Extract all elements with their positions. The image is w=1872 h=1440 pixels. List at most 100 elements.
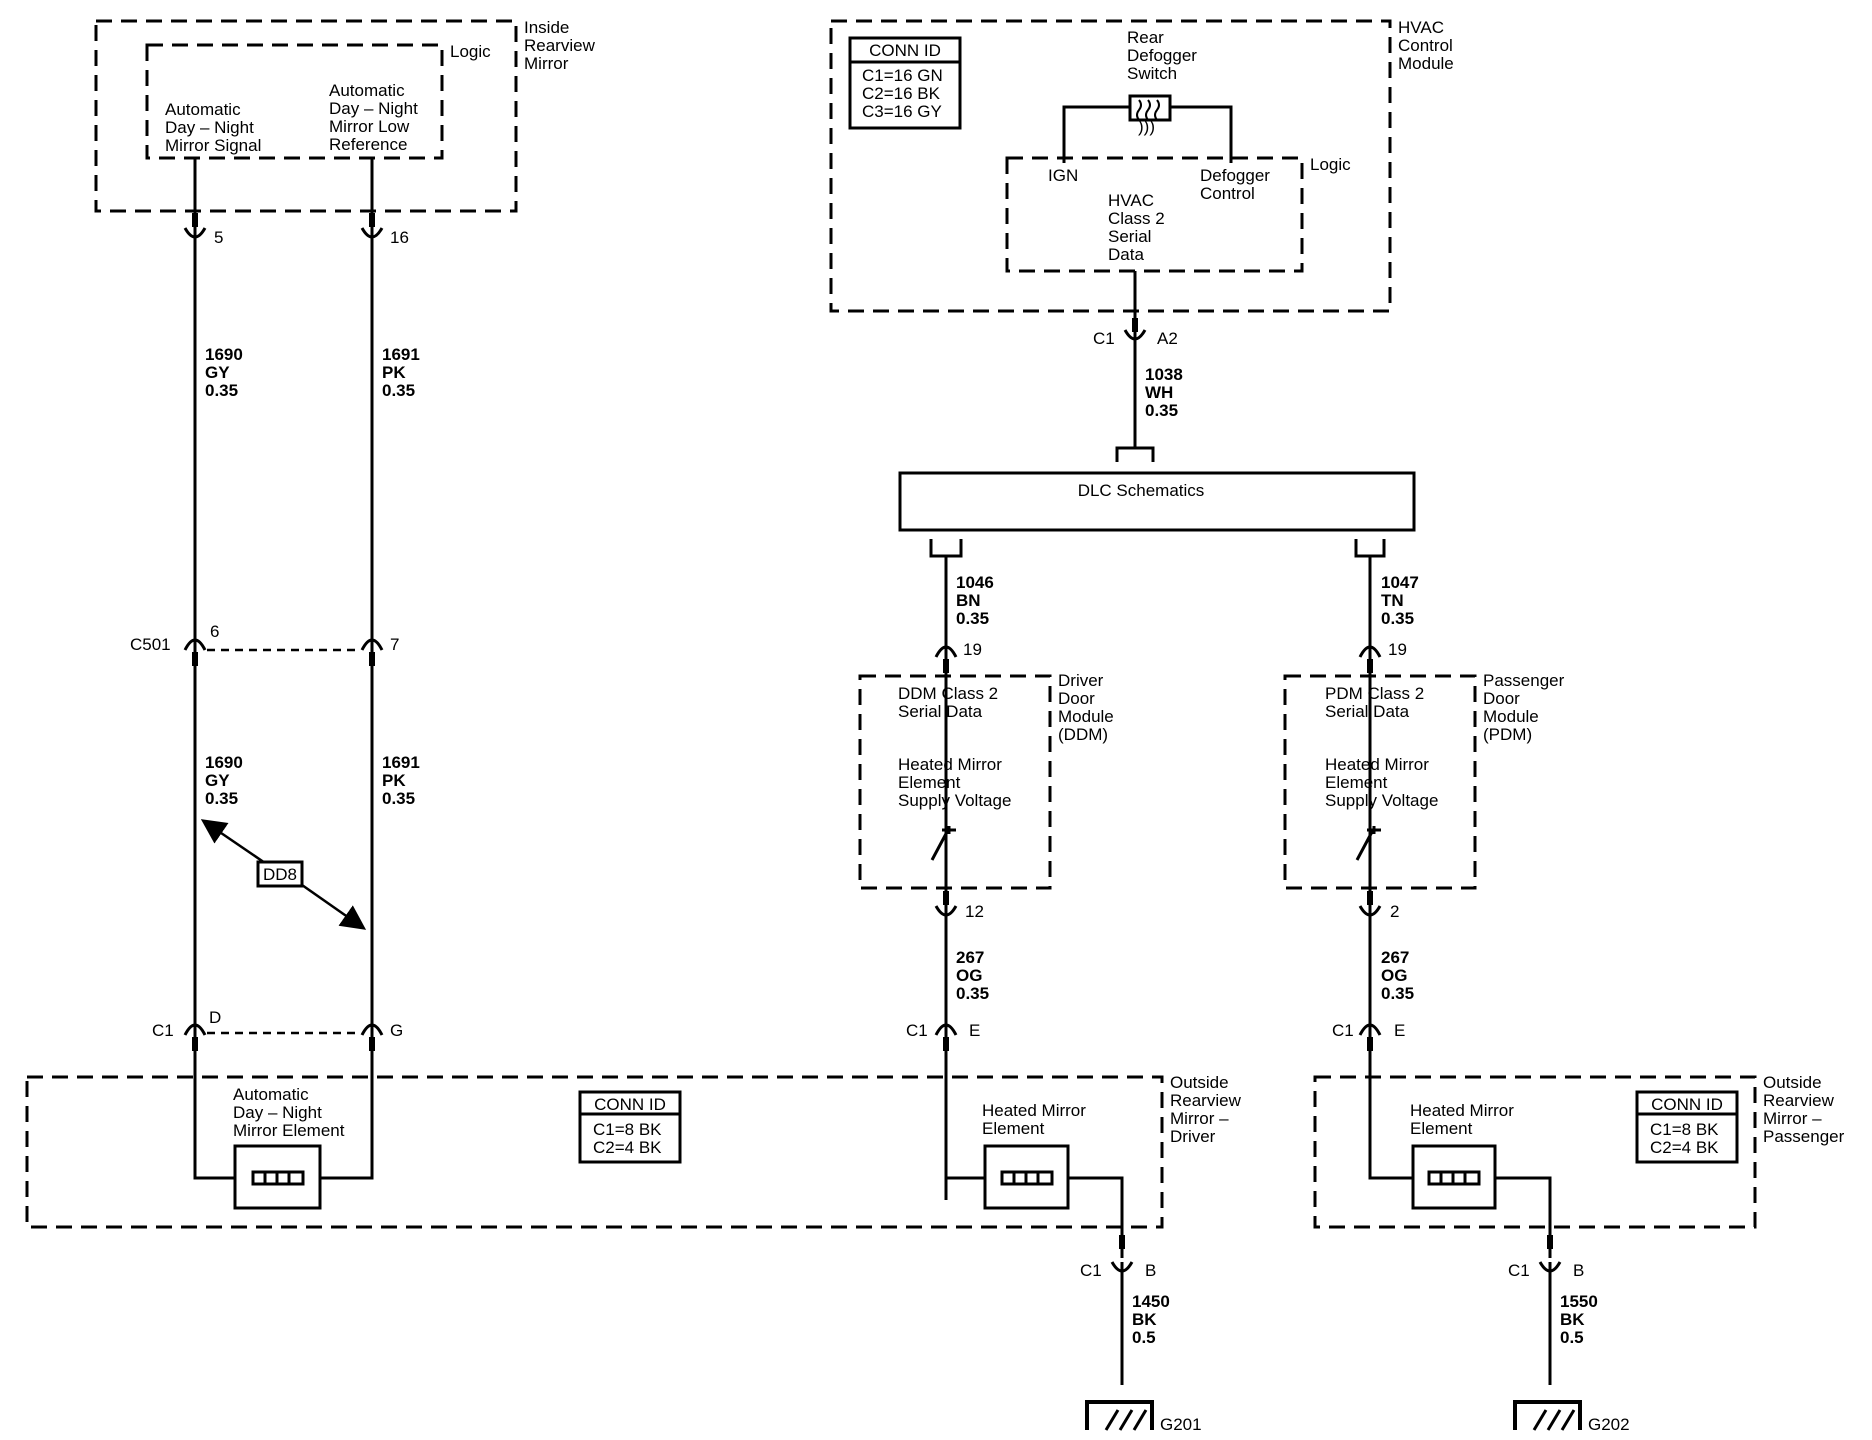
passenger-heated-element-label: Heated Mirror Element (1410, 1101, 1519, 1138)
passenger-mirror-title: Outside Rearview Mirror – Passenger (1763, 1073, 1845, 1146)
ddm-c1-pin-e-stub (943, 1037, 949, 1051)
passenger-heater-resistor-segments (1439, 1172, 1467, 1184)
dd8-box (256, 860, 304, 888)
driver-conn-ids: C1=8 BK C2=4 BK (593, 1120, 666, 1157)
circuit-1691-lower-label: 1691 PK 0.35 (382, 753, 425, 808)
dd8-arrow-left (200, 819, 269, 867)
pdm-pin-19 (1358, 645, 1382, 658)
circuit-1450-label: 1450 BK 0.5 (1132, 1292, 1175, 1347)
ddm-c1-pin-e-label: E (969, 1021, 980, 1040)
c501-pin-7-label: 7 (390, 635, 399, 654)
c1-pin-g-label: G (390, 1021, 403, 1040)
pdm-pin-19-stub (1367, 659, 1373, 673)
ddm-serial-label: DDM Class 2 Serial Data (898, 684, 1003, 721)
passenger-mirror-boundary (1313, 1075, 1757, 1229)
ground-g202-label: G202 (1588, 1415, 1630, 1434)
hvac-dlc-wiring: C1 A2 1038 WH 0.35 (1093, 271, 1188, 462)
hvac-conn-id-box (848, 36, 962, 130)
ground-g201-icon (1085, 1400, 1154, 1431)
driver-mirror-module: Outside Rearview Mirror – Driver Automat… (25, 1051, 1242, 1434)
c501-pin-6-stub (192, 652, 198, 666)
ddm-switch-icon (930, 826, 956, 861)
circuit-1550-label: 1550 BK 0.5 (1560, 1292, 1603, 1347)
hvac-conn-ids: C1=16 GN C2=16 BK C3=16 GY (862, 66, 948, 121)
passenger-conn-id-box (1635, 1090, 1739, 1164)
dlc-label: DLC Schematics (1078, 481, 1205, 500)
pdm-pin-19-label: 19 (1388, 640, 1407, 659)
hvac-c1-label: C1 (1093, 329, 1115, 348)
auto-mirror-element-label: Automatic Day – Night Mirror Element (233, 1085, 345, 1140)
hvac-c1-a2-connector (1123, 329, 1147, 341)
dd8-arrow-right (301, 883, 367, 930)
driver-heater-resistor-segments (1012, 1172, 1040, 1184)
driver-heated-wire-right (1068, 1176, 1124, 1258)
pdm-pin-2-label: 2 (1390, 902, 1399, 921)
inside-mirror-logic-label: Logic (450, 42, 491, 61)
switch-wire-left (1062, 105, 1130, 163)
dlc-ddm-connector (929, 539, 963, 558)
c1-pin-d-stub (192, 1037, 198, 1051)
defogger-control-label: Defogger Control (1200, 166, 1275, 203)
dd8-label: DD8 (263, 865, 297, 884)
left-wiring: 5 16 1690 GY 0.35 1691 PK 0.35 C501 6 7 … (130, 158, 425, 1175)
ddm-title: Driver Door Module (DDM) (1058, 671, 1119, 744)
auto-element-wire-right (320, 1051, 374, 1180)
connector-pin-16 (360, 227, 384, 239)
connector-pin-5 (183, 227, 207, 239)
circuit-1690-lower-label: 1690 GY 0.35 (205, 753, 248, 808)
passenger-conn-id-title: CONN ID (1651, 1095, 1723, 1114)
ground-g202-icon (1513, 1400, 1582, 1431)
ddm-pin-12-label: 12 (965, 902, 984, 921)
ddm-pin-12-stub (943, 891, 949, 905)
driver-c1-label: C1 (1080, 1261, 1102, 1280)
c501-pin-7 (360, 638, 384, 651)
c1-pin-g (360, 1023, 384, 1036)
c1-pin-d-label: D (209, 1008, 221, 1027)
circuit-1691-label: 1691 PK 0.35 (382, 345, 425, 400)
hvac-logic-boundary (1005, 156, 1304, 273)
driver-c1-b-stub (1119, 1235, 1125, 1249)
inside-mirror-module: Inside Rearview Mirror Logic Automatic D… (94, 18, 600, 213)
pdm-c1-label: C1 (1332, 1021, 1354, 1040)
dlc-top-connector (1115, 446, 1155, 462)
pin-5-label: 5 (214, 228, 223, 247)
hvac-boundary (829, 19, 1392, 313)
c1-pin-g-stub (369, 1037, 375, 1051)
defogger-icon-marks: ))) (1138, 117, 1155, 136)
pdm-c1-pin-e-stub (1367, 1037, 1373, 1051)
dlc-block: DLC Schematics (898, 471, 1416, 558)
hvac-title: HVAC Control Module (1398, 18, 1458, 73)
ddm-supply-label: Heated Mirror Element Supply Voltage (898, 755, 1011, 810)
inside-mirror-logic-boundary (145, 43, 444, 160)
c501-pin-6 (183, 638, 207, 651)
passenger-c1-pin-b-label: B (1573, 1261, 1584, 1280)
hvac-logic-label: Logic (1310, 155, 1351, 174)
passenger-conn-ids: C1=8 BK C2=4 BK (1650, 1120, 1723, 1157)
auto-element-wire-left (193, 1051, 235, 1180)
ground-g201-label: G201 (1160, 1415, 1202, 1434)
driver-conn-id-box (578, 1090, 682, 1164)
ddm-pin-12 (934, 905, 958, 917)
pdm-supply-label: Heated Mirror Element Supply Voltage (1325, 755, 1438, 810)
defogger-icon (1136, 99, 1160, 121)
auto-mirror-signal-label: Automatic Day – Night Mirror Signal (165, 100, 261, 155)
circuit-1047-label: 1047 TN 0.35 (1381, 573, 1424, 628)
c501-pin-6-label: 6 (210, 622, 219, 641)
inside-mirror-title: Inside Rearview Mirror (524, 18, 600, 73)
c501-pin-7-stub (369, 652, 375, 666)
driver-heated-wire-left (944, 1051, 985, 1180)
connector-pin-5-stub (192, 213, 198, 227)
pdm-pin-2-stub (1367, 891, 1373, 905)
hvac-a2-label: A2 (1157, 329, 1178, 348)
c1-left-label: C1 (152, 1021, 174, 1040)
passenger-c1-b-stub (1547, 1235, 1553, 1249)
pdm-section: 1047 TN 0.35 19 Passenger Door Module (P… (1283, 556, 1565, 1175)
switch-wire-right (1170, 105, 1233, 163)
pdm-pin-2 (1358, 905, 1382, 917)
circuit-1038-label: 1038 WH 0.35 (1145, 365, 1188, 420)
passenger-c1-label: C1 (1508, 1261, 1530, 1280)
driver-mirror-boundary (25, 1075, 1164, 1229)
passenger-heated-wire-right (1495, 1176, 1552, 1258)
hvac-serial-data-label: HVAC Class 2 Serial Data (1108, 191, 1169, 264)
